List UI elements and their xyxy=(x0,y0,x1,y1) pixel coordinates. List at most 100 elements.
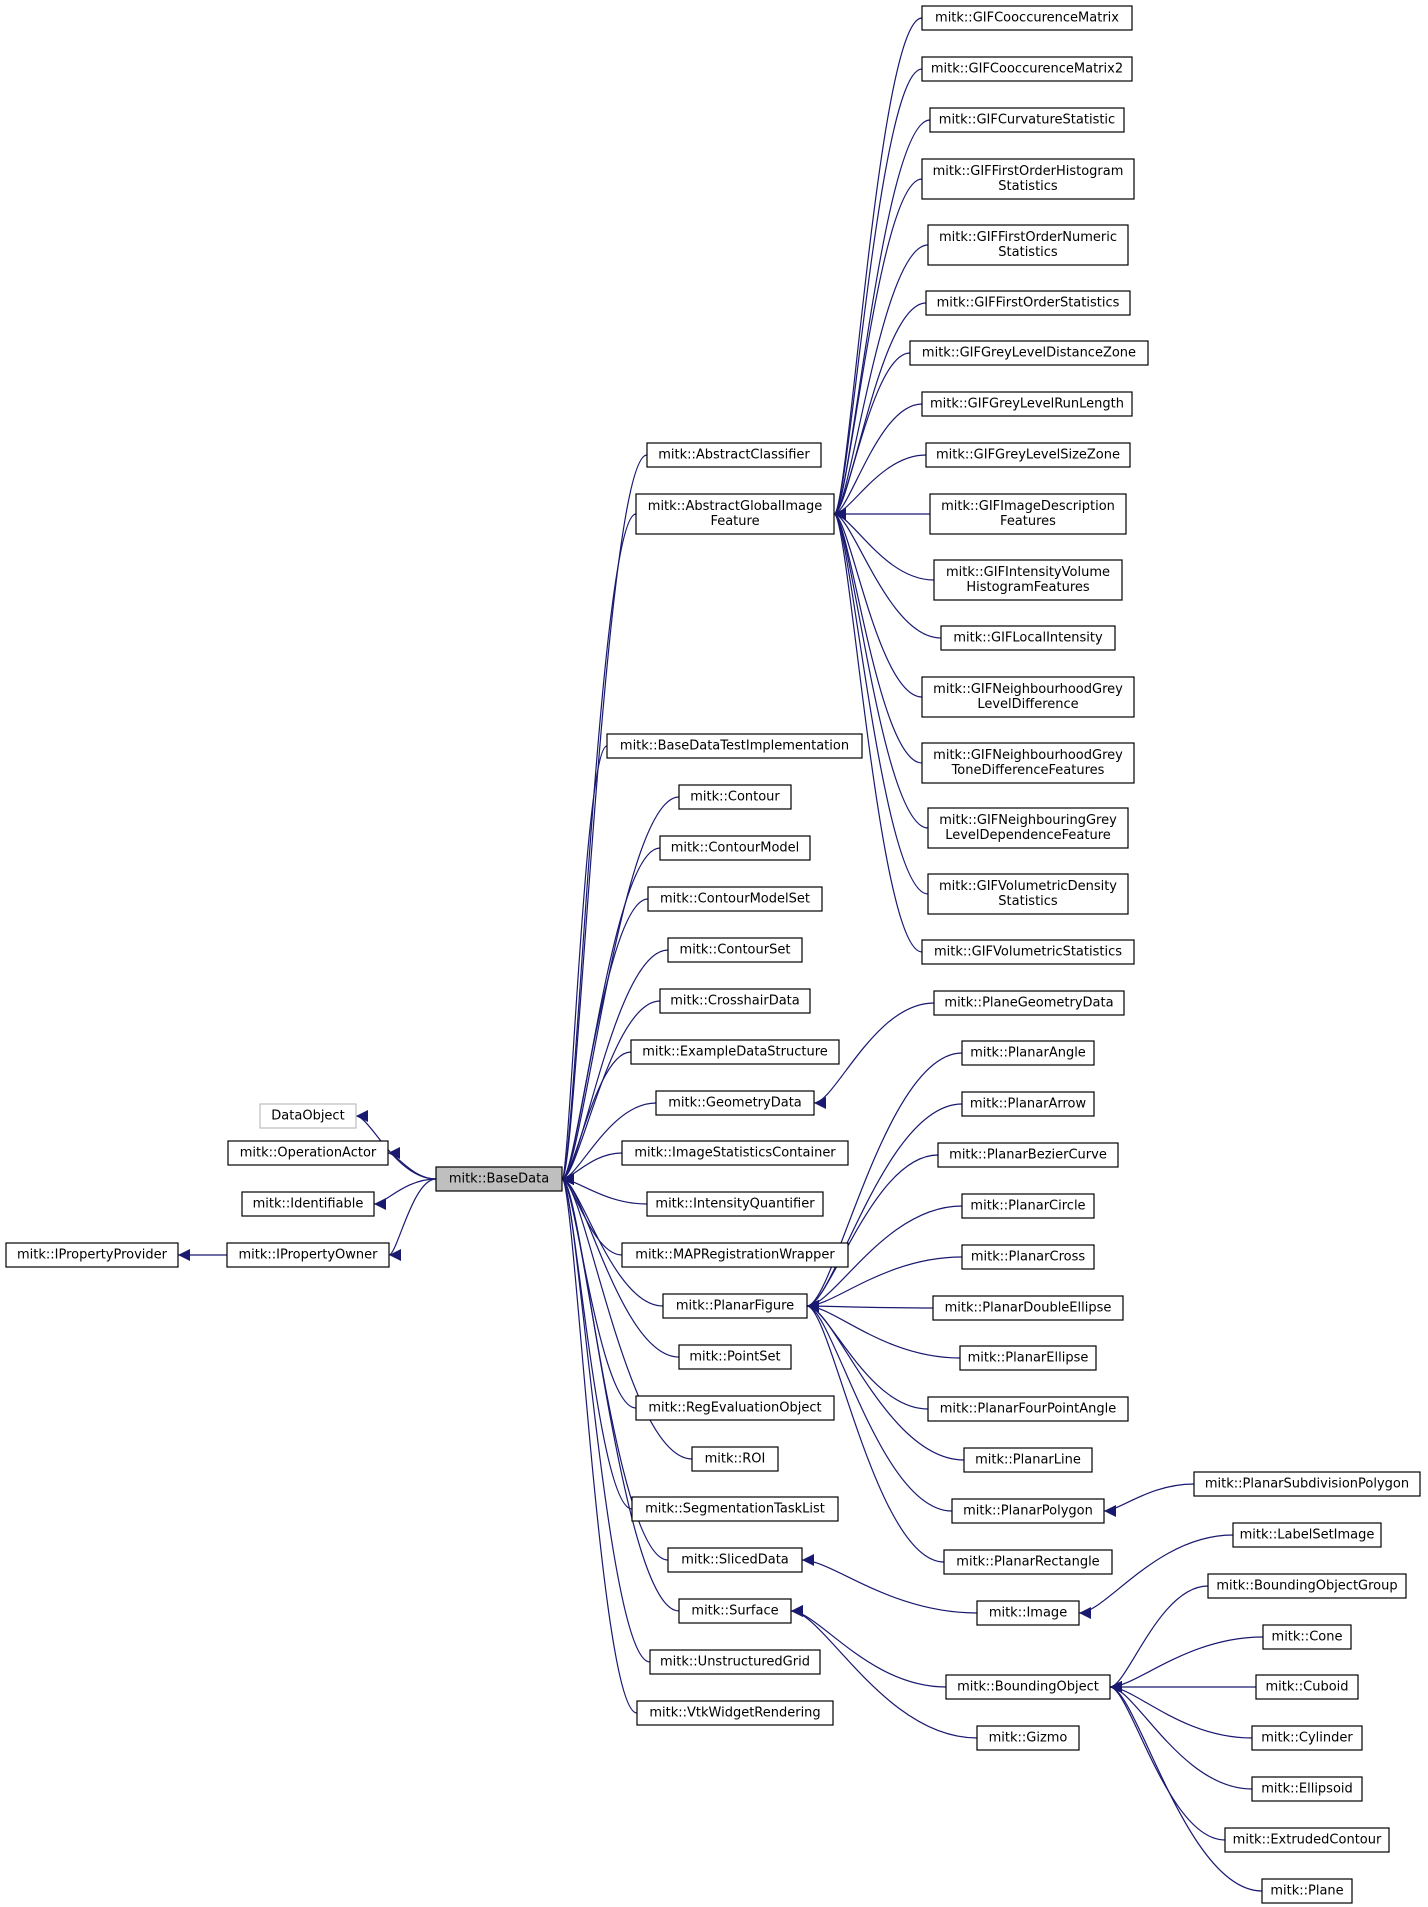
class-node-operation-actor[interactable]: mitk::OperationActor xyxy=(227,1140,389,1166)
inheritance-edge-gif-local-intensity-to-abstract-global-image-feature xyxy=(833,508,942,639)
class-node-planar-ellipse[interactable]: mitk::PlanarEllipse xyxy=(959,1345,1097,1371)
inheritance-edge-crosshair-data-to-base-data xyxy=(561,1000,661,1185)
class-node-unstructured-grid[interactable]: mitk::UnstructuredGrid xyxy=(649,1649,821,1675)
class-node-label: mitk::PointSet xyxy=(689,1350,780,1365)
class-node-planar-figure[interactable]: mitk::PlanarFigure xyxy=(662,1293,808,1319)
class-node-box xyxy=(1262,1624,1352,1650)
class-node-label: mitk::BaseData xyxy=(449,1172,549,1187)
class-node-contour[interactable]: mitk::Contour xyxy=(678,784,792,810)
class-node-gif-local-intensity[interactable]: mitk::GIFLocalIntensity xyxy=(940,625,1116,651)
class-node-planar-polygon[interactable]: mitk::PlanarPolygon xyxy=(951,1498,1105,1524)
class-node-planar-cross[interactable]: mitk::PlanarCross xyxy=(961,1244,1095,1270)
class-node-contour-model-set[interactable]: mitk::ContourModelSet xyxy=(647,886,823,912)
class-node-i-property-provider[interactable]: mitk::IPropertyProvider xyxy=(5,1242,179,1268)
class-node-segmentation-task-list[interactable]: mitk::SegmentationTaskList xyxy=(631,1496,839,1522)
class-node-box xyxy=(1232,1522,1382,1548)
class-node-ellipsoid[interactable]: mitk::Ellipsoid xyxy=(1251,1776,1363,1802)
class-node-label: mitk::GIFNeighbouringGrey xyxy=(939,813,1117,828)
class-node-gif-volumetric-statistics[interactable]: mitk::GIFVolumetricStatistics xyxy=(921,939,1135,965)
class-node-label: mitk::MAPRegistrationWrapper xyxy=(635,1248,835,1263)
class-node-surface[interactable]: mitk::Surface xyxy=(678,1598,792,1624)
class-node-base-data-test-implementation[interactable]: mitk::BaseDataTestImplementation xyxy=(606,733,863,759)
inheritance-edge-planar-double-ellipse-to-planar-figure xyxy=(806,1300,934,1313)
class-node-gif-cooccurence-matrix2[interactable]: mitk::GIFCooccurenceMatrix2 xyxy=(921,56,1133,82)
class-node-data-object[interactable]: DataObject xyxy=(259,1103,357,1129)
class-node-planar-line[interactable]: mitk::PlanarLine xyxy=(963,1447,1093,1473)
class-node-point-set[interactable]: mitk::PointSet xyxy=(678,1344,792,1370)
class-node-box xyxy=(241,1191,375,1217)
class-node-planar-circle[interactable]: mitk::PlanarCircle xyxy=(961,1193,1095,1219)
class-node-gif-grey-level-size-zone[interactable]: mitk::GIFGreyLevelSizeZone xyxy=(925,442,1131,468)
class-node-reg-evaluation-object[interactable]: mitk::RegEvaluationObject xyxy=(635,1395,835,1421)
class-node-gif-neighbourhood-grey-level-difference[interactable]: mitk::GIFNeighbourhoodGreyLevelDifferenc… xyxy=(921,676,1135,718)
class-node-gizmo[interactable]: mitk::Gizmo xyxy=(976,1725,1080,1751)
class-node-label: mitk::PlanarDoubleEllipse xyxy=(945,1301,1112,1316)
class-node-plane[interactable]: mitk::Plane xyxy=(1261,1878,1353,1904)
class-node-label: mitk::PlanarEllipse xyxy=(968,1351,1089,1366)
class-node-box xyxy=(951,1498,1105,1524)
class-node-label: mitk::PlanarLine xyxy=(975,1453,1081,1468)
class-node-box xyxy=(655,1090,815,1116)
class-node-planar-rectangle[interactable]: mitk::PlanarRectangle xyxy=(943,1549,1113,1575)
class-node-base-data[interactable]: mitk::BaseData xyxy=(435,1166,563,1192)
class-node-roi[interactable]: mitk::ROI xyxy=(691,1446,779,1472)
class-node-gif-grey-level-run-length[interactable]: mitk::GIFGreyLevelRunLength xyxy=(921,391,1133,417)
class-node-box xyxy=(945,1674,1111,1700)
inheritance-edge-plane-geometry-data-to-geometry-data xyxy=(813,1002,935,1109)
class-node-box xyxy=(927,873,1129,915)
class-node-vtk-widget-rendering[interactable]: mitk::VtkWidgetRendering xyxy=(636,1700,834,1726)
class-node-box xyxy=(435,1166,563,1192)
class-node-label: mitk::GIFGreyLevelRunLength xyxy=(930,397,1124,412)
class-node-contour-model[interactable]: mitk::ContourModel xyxy=(659,835,811,861)
class-node-box xyxy=(929,493,1127,535)
class-node-cone[interactable]: mitk::Cone xyxy=(1262,1624,1352,1650)
class-node-gif-first-order-statistics[interactable]: mitk::GIFFirstOrderStatistics xyxy=(925,290,1131,316)
class-node-planar-arrow[interactable]: mitk::PlanarArrow xyxy=(961,1091,1095,1117)
class-node-box xyxy=(921,742,1135,784)
class-node-planar-angle[interactable]: mitk::PlanarAngle xyxy=(961,1040,1095,1066)
class-node-planar-four-point-angle[interactable]: mitk::PlanarFourPointAngle xyxy=(927,1396,1129,1422)
class-node-example-data-structure[interactable]: mitk::ExampleDataStructure xyxy=(630,1039,840,1065)
class-node-gif-neighbouring-grey-level-dependence-feature[interactable]: mitk::GIFNeighbouringGreyLevelDependence… xyxy=(927,807,1129,849)
inheritance-edge-base-data-to-operation-actor xyxy=(387,1147,437,1180)
class-node-intensity-quantifier[interactable]: mitk::IntensityQuantifier xyxy=(646,1191,824,1217)
class-node-cylinder[interactable]: mitk::Cylinder xyxy=(1251,1725,1363,1751)
class-node-geometry-data[interactable]: mitk::GeometryData xyxy=(655,1090,815,1116)
class-node-identifiable[interactable]: mitk::Identifiable xyxy=(241,1191,375,1217)
class-node-box xyxy=(646,442,822,468)
class-node-bounding-object[interactable]: mitk::BoundingObject xyxy=(945,1674,1111,1700)
class-node-extruded-contour[interactable]: mitk::ExtrudedContour xyxy=(1224,1827,1390,1853)
class-node-gif-curvature-statistic[interactable]: mitk::GIFCurvatureStatistic xyxy=(929,107,1125,133)
class-node-planar-bezier-curve[interactable]: mitk::PlanarBezierCurve xyxy=(937,1142,1119,1168)
node-layer: DataObjectmitk::OperationActormitk::Iden… xyxy=(5,5,1421,1904)
class-node-gif-intensity-volume-histogram-features[interactable]: mitk::GIFIntensityVolumeHistogramFeature… xyxy=(933,559,1123,601)
class-node-label: mitk::PlanarRectangle xyxy=(956,1555,1099,1570)
class-node-bounding-object-group[interactable]: mitk::BoundingObjectGroup xyxy=(1207,1573,1407,1599)
class-node-sliced-data[interactable]: mitk::SlicedData xyxy=(667,1547,803,1573)
class-node-gif-cooccurence-matrix[interactable]: mitk::GIFCooccurenceMatrix xyxy=(921,5,1133,31)
class-node-planar-subdivision-polygon[interactable]: mitk::PlanarSubdivisionPolygon xyxy=(1193,1471,1421,1497)
class-node-image-statistics-container[interactable]: mitk::ImageStatisticsContainer xyxy=(621,1140,849,1166)
class-node-label: mitk::Identifiable xyxy=(253,1197,364,1212)
class-node-box xyxy=(667,937,803,963)
class-node-label: mitk::GeometryData xyxy=(668,1096,802,1111)
class-node-crosshair-data[interactable]: mitk::CrosshairData xyxy=(659,988,811,1014)
class-node-map-registration-wrapper[interactable]: mitk::MAPRegistrationWrapper xyxy=(621,1242,849,1268)
class-node-gif-neighbourhood-grey-tone-difference-features[interactable]: mitk::GIFNeighbourhoodGreyToneDifference… xyxy=(921,742,1135,784)
class-node-gif-grey-level-distance-zone[interactable]: mitk::GIFGreyLevelDistanceZone xyxy=(909,340,1149,366)
class-node-label: mitk::Cuboid xyxy=(1265,1680,1348,1695)
class-node-image[interactable]: mitk::Image xyxy=(976,1600,1080,1626)
class-node-abstract-classifier[interactable]: mitk::AbstractClassifier xyxy=(646,442,822,468)
class-node-plane-geometry-data[interactable]: mitk::PlaneGeometryData xyxy=(933,990,1125,1016)
class-node-cuboid[interactable]: mitk::Cuboid xyxy=(1255,1674,1359,1700)
class-node-contour-set[interactable]: mitk::ContourSet xyxy=(667,937,803,963)
class-node-i-property-owner[interactable]: mitk::IPropertyOwner xyxy=(226,1242,390,1268)
class-node-label-set-image[interactable]: mitk::LabelSetImage xyxy=(1232,1522,1382,1548)
class-node-box xyxy=(646,1191,824,1217)
class-node-planar-double-ellipse[interactable]: mitk::PlanarDoubleEllipse xyxy=(932,1295,1124,1321)
